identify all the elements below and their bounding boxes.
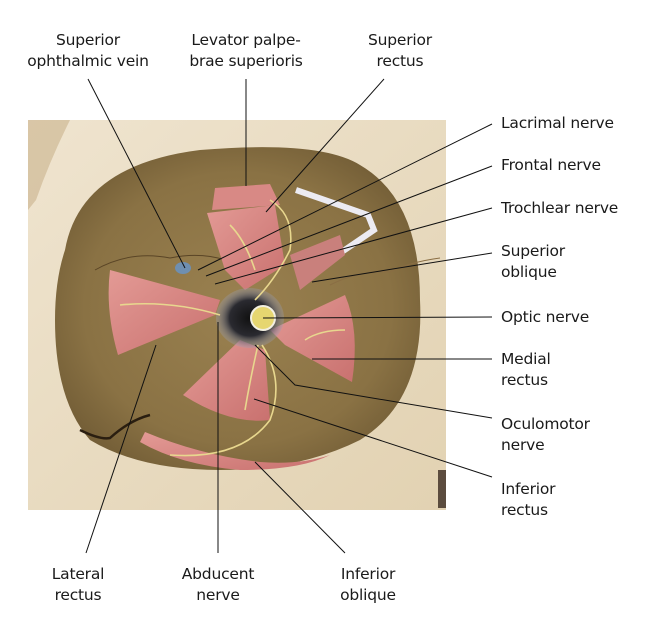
fissure	[79, 413, 151, 440]
label-levator-palpebrae-superioris: Levator palpe- brae superioris	[189, 30, 303, 72]
label-trochlear-nerve: Trochlear nerve	[501, 198, 618, 219]
label-line: Trochlear nerve	[501, 199, 619, 217]
leader-superior-rectus	[265, 78, 385, 213]
label-frontal-nerve: Frontal nerve	[501, 155, 601, 176]
leader-frontal-nerve	[205, 165, 493, 277]
label-superior-ophthalmic-vein: Superior ophthalmic vein	[27, 30, 149, 72]
label-line: Oculomotor	[501, 415, 590, 433]
label-oculomotor-nerve: Oculomotor nerve	[501, 414, 590, 456]
label-line: oblique	[501, 263, 557, 281]
leader-lines	[85, 78, 493, 554]
label-line: nerve	[196, 586, 240, 604]
leader-lateral-rectus	[85, 344, 157, 554]
label-line: Abducent	[181, 565, 255, 583]
label-line: brae superioris	[189, 52, 303, 70]
label-line: Superior	[56, 31, 120, 49]
leader-lacrimal-nerve	[197, 123, 493, 271]
bone-shadow	[28, 120, 70, 210]
label-line: rectus	[501, 371, 548, 389]
suture-line	[94, 254, 226, 271]
label-line: Superior	[501, 242, 565, 260]
leader-optic-nerve	[262, 316, 493, 319]
label-line: Optic nerve	[501, 308, 590, 326]
leader-superior-ophthalmic-vein	[87, 78, 186, 269]
label-line: Inferior	[340, 565, 396, 583]
leader-superior-oblique	[311, 252, 493, 283]
leader-trochlear-nerve	[214, 207, 493, 285]
leader-inferior-rectus	[253, 398, 493, 478]
label-inferior-oblique: Inferior oblique	[340, 564, 396, 606]
label-abducent-nerve: Abducent nerve	[181, 564, 255, 606]
superior-oblique-muscle	[290, 235, 345, 290]
label-line: Frontal nerve	[501, 156, 601, 174]
label-line: Lateral	[51, 565, 105, 583]
label-line: oblique	[340, 586, 396, 604]
ophthalmic-vein-shape	[175, 262, 191, 274]
label-inferior-rectus: Inferior rectus	[501, 479, 556, 521]
label-medial-rectus: Medial rectus	[501, 349, 551, 391]
label-lacrimal-nerve: Lacrimal nerve	[501, 113, 614, 134]
label-line: ophthalmic vein	[27, 52, 149, 70]
suture-right	[329, 257, 441, 286]
nerves	[119, 199, 346, 457]
label-superior-rectus: Superior rectus	[368, 30, 432, 72]
inferior-rectus-muscle	[183, 340, 270, 421]
label-line: Inferior	[501, 480, 556, 498]
label-superior-oblique: Superior oblique	[501, 241, 565, 283]
label-line: Superior	[368, 31, 432, 49]
medial-rectus-muscle	[270, 295, 355, 382]
label-line: Levator palpe-	[191, 31, 301, 49]
label-line: rectus	[501, 501, 548, 519]
label-lateral-rectus: Lateral rectus	[52, 564, 105, 606]
label-line: rectus	[376, 52, 424, 70]
label-optic-nerve: Optic nerve	[501, 307, 589, 328]
bone-dark-edge	[438, 470, 446, 508]
levator-muscle	[212, 184, 280, 210]
superior-oblique-tendon	[295, 187, 378, 263]
leader-inferior-oblique	[254, 461, 346, 554]
label-line: rectus	[54, 586, 102, 604]
label-line: Medial	[501, 350, 551, 368]
leader-oculomotor-nerve	[254, 344, 493, 419]
label-line: Lacrimal nerve	[501, 114, 614, 132]
inferior-oblique-muscle	[140, 432, 330, 470]
label-line: nerve	[501, 436, 545, 454]
lateral-rectus-muscle	[108, 270, 220, 355]
